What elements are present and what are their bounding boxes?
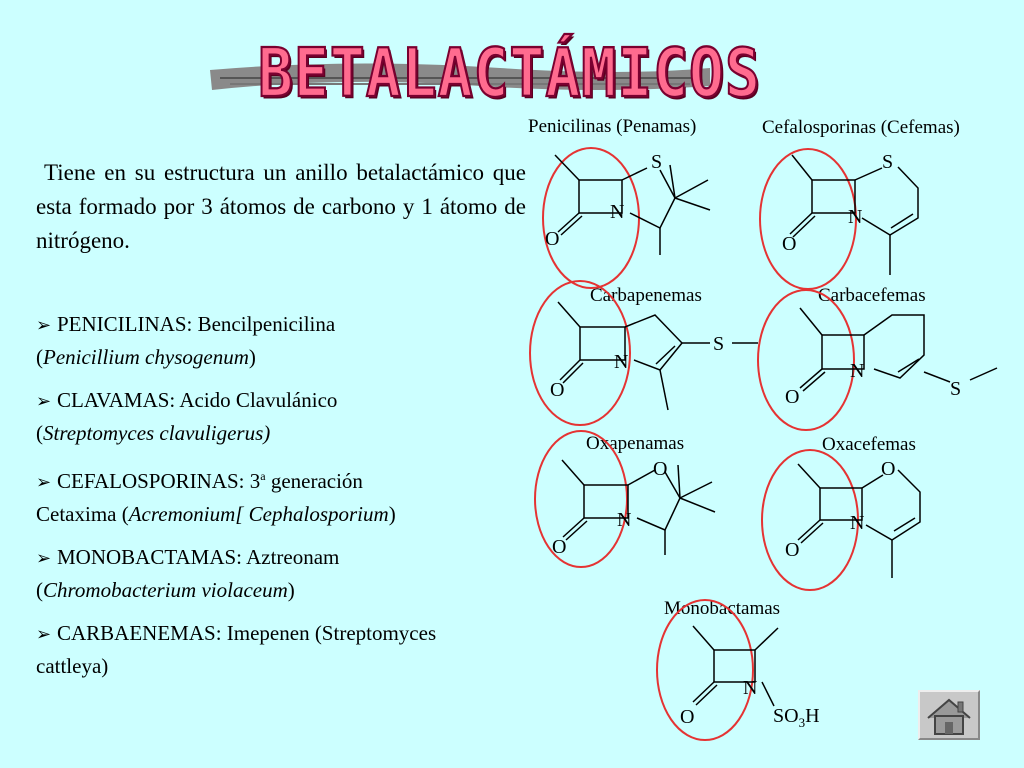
bullet-clavamas: ➢CLAVAMAS: Acido Clavulánico (Streptomyc… [36, 384, 526, 449]
label-oxapenamas: Oxapenamas [586, 433, 685, 454]
atom-N: N [610, 201, 624, 223]
atom-O: O [782, 233, 796, 255]
arrow-bullet-icon: ➢ [36, 624, 52, 644]
atom-O: O [653, 458, 667, 480]
title-swoosh [210, 63, 710, 90]
structures-diagram: S N O S N O S N O S N O O N O O N O N O … [529, 147, 998, 741]
sulfonic-group: SO3H [773, 705, 820, 730]
title-banner: BETALACTÁMICOS [200, 28, 761, 113]
atom-O: O [785, 539, 799, 561]
bullet-monobactamas: ➢MONOBACTAMAS: Aztreonam (Chromobacteriu… [36, 541, 526, 606]
bullet-cefalosporinas: ➢CEFALOSPORINAS: 3a generación Cetaxima … [36, 460, 526, 530]
atom-N: N [848, 206, 862, 228]
atom-S: S [950, 378, 961, 400]
home-button[interactable] [918, 690, 980, 740]
label-carbapenemas: Carbapenemas [590, 285, 702, 306]
atom-O: O [552, 536, 566, 558]
bullet-penicilinas: ➢PENICILINAS: Bencilpenicilina (Penicill… [36, 308, 526, 373]
atom-O: O [881, 458, 895, 480]
atom-N: N [850, 512, 864, 534]
label-monobactamas: Monobactamas [664, 598, 781, 619]
arrow-bullet-icon: ➢ [36, 472, 52, 492]
page-title: BETALACTÁMICOS [257, 33, 761, 113]
label-oxacefemas: Oxacefemas [822, 434, 916, 455]
atom-O: O [545, 228, 559, 250]
intro-paragraph: Tiene en su estructura un anillo betalac… [36, 160, 526, 253]
label-cefalosporinas: Cefalosporinas (Cefemas) [762, 117, 960, 138]
atom-N: N [850, 360, 864, 382]
atom-O: O [550, 379, 564, 401]
label-carbacefemas: Carbacefemas [818, 285, 926, 306]
atom-S: S [713, 333, 724, 355]
bullet-carbaenemas: ➢CARBAENEMAS: Imepenen (Streptomyces cat… [36, 617, 526, 682]
label-penicilinas: Penicilinas (Penamas) [528, 116, 697, 137]
atom-N: N [614, 351, 628, 373]
atom-N: N [617, 509, 631, 531]
atom-S: S [882, 151, 893, 173]
atom-O: O [680, 706, 694, 728]
atom-O: O [785, 386, 799, 408]
atom-S: S [651, 151, 662, 173]
atom-N: N [743, 677, 757, 699]
home-icon [927, 698, 971, 735]
arrow-bullet-icon: ➢ [36, 548, 52, 568]
arrow-bullet-icon: ➢ [36, 315, 52, 335]
arrow-bullet-icon: ➢ [36, 391, 52, 411]
bullet-list: ➢PENICILINAS: Bencilpenicilina (Penicill… [36, 308, 526, 693]
